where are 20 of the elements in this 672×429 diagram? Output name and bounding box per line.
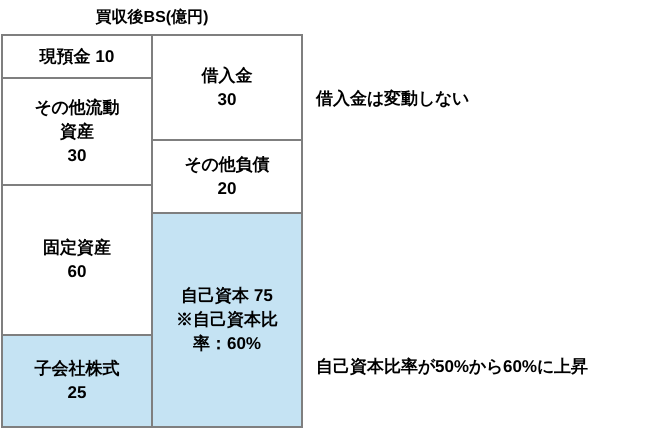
- item-label: 子会社株式: [34, 358, 120, 380]
- item-label: 借入金: [202, 64, 252, 86]
- balance-sheet-block: [1, 334, 153, 428]
- item-label: その他流動資産: [34, 96, 120, 142]
- item-value: 20: [218, 178, 236, 200]
- item-value: 30: [218, 88, 236, 110]
- item-value: 25: [68, 382, 86, 404]
- item-label: 固定資産: [43, 237, 111, 259]
- balance-sheet-block: [151, 34, 303, 141]
- item-value: 60: [68, 261, 86, 283]
- note-text: 自己資本比率が50%から60%に上昇: [316, 356, 588, 378]
- balance-sheet-block: [1, 34, 153, 79]
- item-value: ※自己資本比率：60%: [175, 309, 279, 355]
- item-label: その他負債: [184, 154, 270, 176]
- item-label: 自己資本 75: [181, 285, 273, 307]
- item-label: 現預金 10: [40, 46, 114, 68]
- note-text: 借入金は変動しない: [316, 88, 469, 110]
- balance-sheet-block: [151, 212, 303, 428]
- item-value: 30: [68, 144, 86, 166]
- chart-title: 買収後BS(億円): [94, 7, 210, 28]
